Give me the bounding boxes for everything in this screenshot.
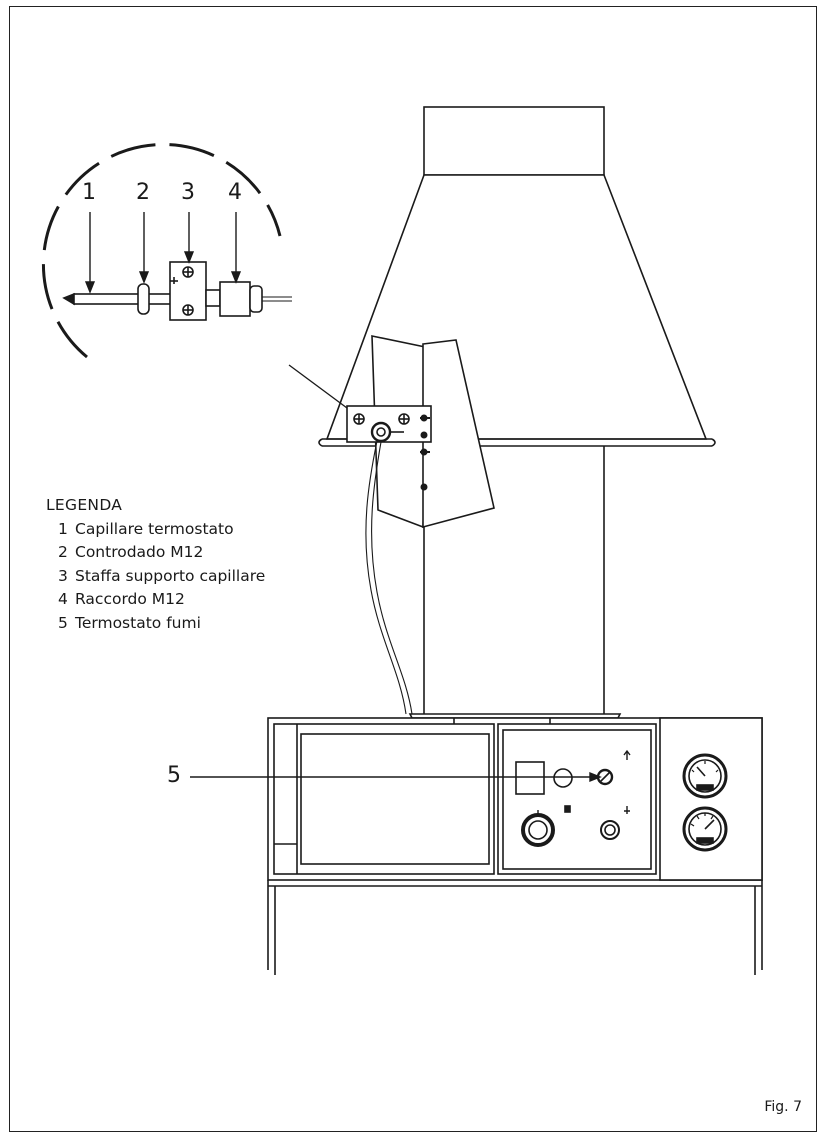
callout-1: 1 [82,180,96,205]
callout-5: 5 [167,763,181,788]
control-panel [497,718,657,875]
legend-item: 3 Staffa supporto capillare [46,565,265,589]
legend-item-label: Raccordo M12 [75,590,185,608]
callout-arrows [84,212,242,294]
legend-title: LEGENDA [46,496,123,514]
capillary-assembly [62,261,292,321]
boiler-left-panel [273,718,495,875]
pressure-gauge [682,753,728,799]
legend-item-number: 3 [58,566,68,585]
legend-item-number: 5 [58,613,68,632]
page-frame [9,6,817,1132]
legend-item-label: Termostato fumi [75,613,201,632]
temperature-gauge [682,806,728,852]
legend-item: 4 Raccordo M12 [46,588,265,612]
legend-item-label: Staffa supporto capillare [75,566,266,585]
legend-item-label: Controdado M12 [75,543,204,561]
thermostat-bracket [346,335,495,529]
legend-item: 5 Termostato fumi [46,612,265,636]
detail-circle [41,143,348,409]
legend-item-number: 1 [58,519,68,538]
callout-2: 2 [136,180,150,205]
figure-label: Fig. 7 [764,1099,802,1115]
legend: LEGENDA 1 Capillare termostato 2 Controdad… [46,494,265,635]
legend-item: 2 Controdado M12 [46,541,265,565]
legend-item-label: Capillare termostato [75,519,234,538]
capillary-wire [365,440,407,715]
callout-arrow-5 [190,771,602,783]
legend-item: 1 Capillare termostato [46,518,265,542]
legend-item-number: 2 [58,543,68,561]
callout-4: 4 [228,180,242,205]
callout-3: 3 [181,180,195,205]
legend-item-number: 4 [58,590,68,608]
gauge-panel [659,717,763,881]
